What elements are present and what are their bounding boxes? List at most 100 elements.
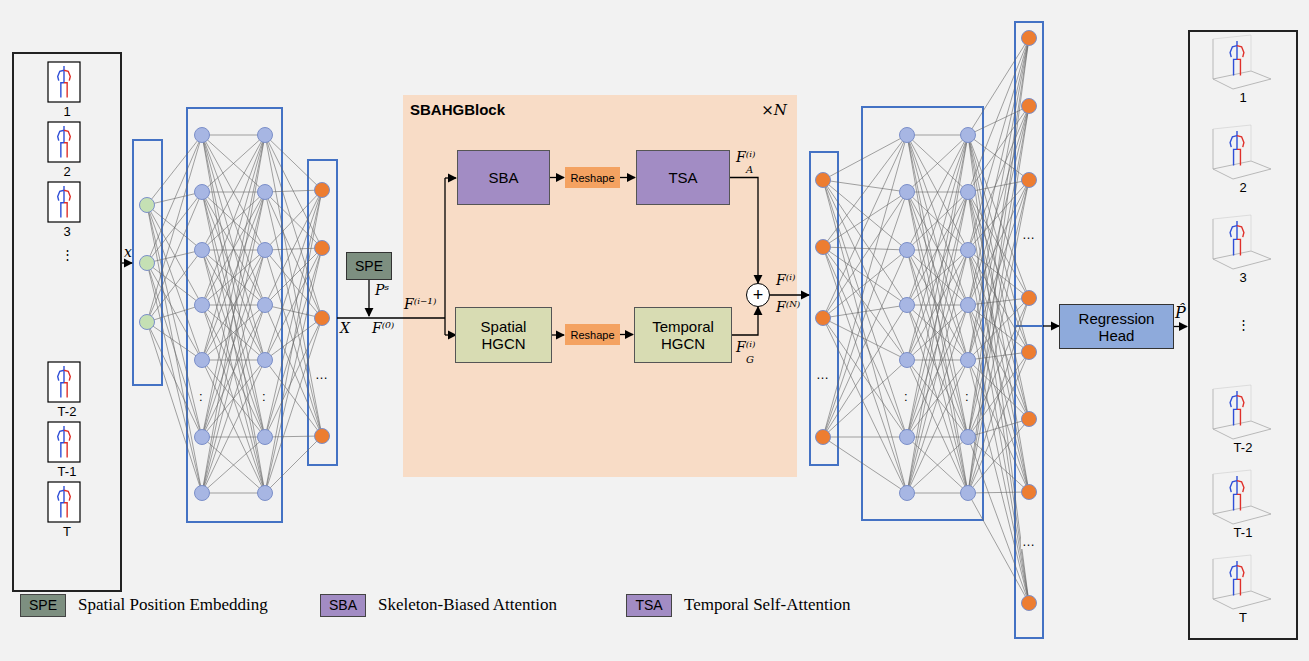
neuron-link xyxy=(147,263,202,437)
axis-grid xyxy=(1213,35,1251,39)
skeleton-limb xyxy=(1230,226,1237,238)
neuron xyxy=(1022,291,1037,306)
skeleton-limb xyxy=(1237,579,1240,595)
neuron-link xyxy=(202,360,265,493)
neuron xyxy=(1022,485,1037,500)
neuron-link xyxy=(147,135,202,322)
skeleton-limb xyxy=(64,383,67,398)
neuron-link xyxy=(147,205,202,493)
math-symbol: F⁽ⁱ⁾ xyxy=(736,150,755,165)
legend-abbrev: TSA xyxy=(635,598,662,613)
graph-conv-box: Spatial HGCN xyxy=(455,307,552,363)
neuron xyxy=(961,243,976,258)
skeleton-limb xyxy=(61,443,64,458)
skeleton-limb xyxy=(1236,561,1237,579)
neuron-link xyxy=(265,190,322,250)
neuron-link xyxy=(907,135,968,305)
neuron-link xyxy=(823,135,907,318)
frame-number: ⋮ xyxy=(1190,318,1296,332)
axis-grid xyxy=(1251,35,1252,71)
neuron-link xyxy=(823,192,907,247)
neuron xyxy=(315,429,330,444)
neuron-link xyxy=(968,135,1029,492)
neuron-link xyxy=(202,360,265,493)
axis-grid xyxy=(1213,71,1271,89)
neuron-link xyxy=(202,305,265,493)
frame-number: T xyxy=(1190,611,1296,625)
layer-frame xyxy=(862,107,983,520)
skeleton-limb xyxy=(1237,149,1240,165)
skeleton-limb xyxy=(1237,59,1240,75)
neuron-link xyxy=(823,437,907,438)
skeleton-limb xyxy=(58,490,64,501)
neuron-link xyxy=(147,192,202,322)
neuron xyxy=(961,128,976,143)
ellipsis-mark: … xyxy=(1021,535,1036,549)
skeleton-limb xyxy=(63,186,64,203)
input-frames-panel: 123⋮T-2T-1T xyxy=(12,52,122,592)
neuron-link xyxy=(823,247,907,437)
neuron-link xyxy=(907,135,968,192)
box-label: + xyxy=(753,286,764,304)
input-frame xyxy=(48,482,80,522)
skeleton-limb xyxy=(1236,221,1237,239)
neuron-link xyxy=(265,190,322,493)
neuron-link xyxy=(147,322,202,493)
skeleton-limb xyxy=(64,130,70,141)
math-symbol: x xyxy=(124,245,132,260)
neuron-link xyxy=(968,106,1029,493)
neuron-link xyxy=(202,305,265,493)
neuron-link xyxy=(907,192,968,360)
neuron-link xyxy=(202,135,265,250)
skeleton-limb xyxy=(63,486,64,503)
neuron-link xyxy=(968,38,1029,360)
neuron-link xyxy=(202,250,265,251)
neuron xyxy=(315,183,330,198)
neuron xyxy=(258,298,273,313)
neuron xyxy=(900,486,915,501)
ellipsis-mark: … xyxy=(1021,228,1036,242)
neuron-link xyxy=(823,192,907,437)
skeleton-limb xyxy=(64,443,67,458)
skeleton-limb xyxy=(1237,494,1240,510)
neuron-link xyxy=(823,305,907,318)
neuron xyxy=(195,486,210,501)
axis-grid xyxy=(1213,389,1214,429)
skeleton-limb xyxy=(63,426,64,443)
neuron xyxy=(961,486,976,501)
legend-text: Skeleton-Biased Attention xyxy=(378,596,557,615)
neuron-link xyxy=(147,322,202,360)
skeleton-limb xyxy=(1237,136,1244,148)
neuron xyxy=(140,198,155,213)
attention-box: TSA xyxy=(636,150,730,205)
neuron xyxy=(1022,99,1037,114)
skeleton-limb xyxy=(64,190,70,201)
neuron-link xyxy=(147,322,202,437)
neuron-link xyxy=(907,135,968,250)
skeleton-limb xyxy=(1237,396,1244,408)
skeleton-limb xyxy=(1237,46,1244,58)
neuron-link xyxy=(968,180,1029,250)
neuron-link xyxy=(823,180,907,437)
legend-text: Temporal Self-Attention xyxy=(684,596,850,615)
neuron-link xyxy=(823,305,907,437)
neuron-link xyxy=(968,360,1029,419)
layer-frame xyxy=(187,108,282,522)
embedding-box: SPE xyxy=(346,252,392,280)
neuron-link xyxy=(202,135,265,192)
frame-number: 1 xyxy=(1190,91,1296,105)
skeleton-limb xyxy=(1234,409,1237,425)
neuron-link xyxy=(265,436,322,493)
neuron xyxy=(900,353,915,368)
frame-number: T-2 xyxy=(14,405,120,419)
skeleton-limb xyxy=(64,503,67,518)
neuron-link xyxy=(202,437,265,493)
neuron-link xyxy=(907,360,968,361)
frame-number: 2 xyxy=(1190,181,1296,195)
neuron-link xyxy=(202,192,265,250)
neuron-link xyxy=(968,106,1029,135)
neuron xyxy=(258,430,273,445)
layer-frame xyxy=(133,140,162,385)
layer-frame xyxy=(308,160,337,465)
legend-swatch: TSA xyxy=(626,594,672,617)
